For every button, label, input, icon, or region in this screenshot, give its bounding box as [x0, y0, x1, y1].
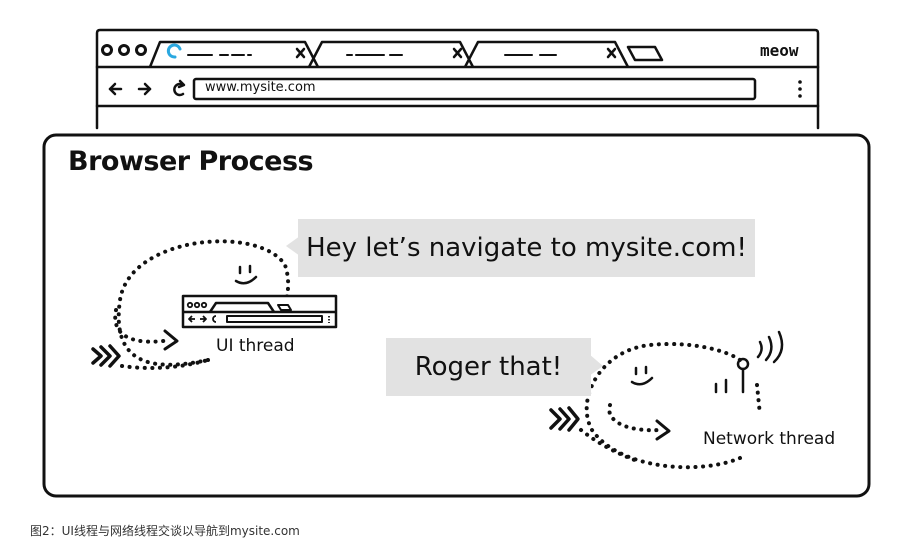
- window-controls-icon: [101, 44, 147, 56]
- arrow-head-icon: [163, 329, 179, 351]
- browser-brand: meow: [760, 41, 799, 60]
- tab-close-icons: [295, 47, 617, 59]
- network-thread-label: Network thread: [703, 429, 836, 449]
- diagram-title: Browser Process: [68, 146, 314, 177]
- close-icon: [606, 47, 617, 59]
- figure-caption: 图2：UI线程与网络线程交谈以导航到mysite.com: [30, 524, 300, 538]
- tab-3: [463, 40, 630, 68]
- navigation-icons: [108, 79, 186, 97]
- forward-arrow-icon: [137, 82, 152, 96]
- address-bar: [192, 77, 757, 101]
- ui-thread-character: [91, 239, 338, 370]
- browser-tabs: [148, 40, 664, 68]
- network-thread-dotted-path: [584, 342, 747, 470]
- tab-1: [148, 40, 320, 68]
- motion-chevrons-icon: [549, 406, 580, 432]
- ui-message: Hey let’s navigate to mysite.com!: [306, 233, 747, 263]
- ui-thread-label: UI thread: [216, 336, 295, 356]
- reload-icon: [173, 79, 186, 97]
- mini-browser-icon: [181, 294, 338, 329]
- network-message: Roger that!: [414, 352, 563, 382]
- ui-thread-dotted-path: [116, 239, 291, 367]
- tab-2: [307, 40, 475, 68]
- new-tab-icon: [626, 45, 664, 62]
- network-thread-character: [549, 330, 784, 470]
- network-bubble-tail: [589, 354, 603, 376]
- browser-window: [95, 28, 820, 130]
- antenna-icon: [714, 330, 784, 394]
- back-arrow-icon: [108, 82, 123, 96]
- address-bar-url: www.mysite.com: [205, 80, 316, 95]
- loading-spinner-icon: [166, 43, 182, 59]
- ui-bubble-tail: [286, 236, 300, 256]
- ui-speech-bubble: Hey let’s navigate to mysite.com!: [298, 219, 755, 277]
- network-speech-bubble: Roger that!: [386, 338, 591, 396]
- arrow-head-icon: [655, 419, 671, 441]
- face-icon: [234, 264, 258, 285]
- kebab-menu-icon: [798, 80, 802, 98]
- face-icon: [630, 365, 654, 386]
- motion-chevrons-icon: [91, 344, 121, 368]
- close-icon: [452, 47, 463, 59]
- close-icon: [295, 47, 306, 59]
